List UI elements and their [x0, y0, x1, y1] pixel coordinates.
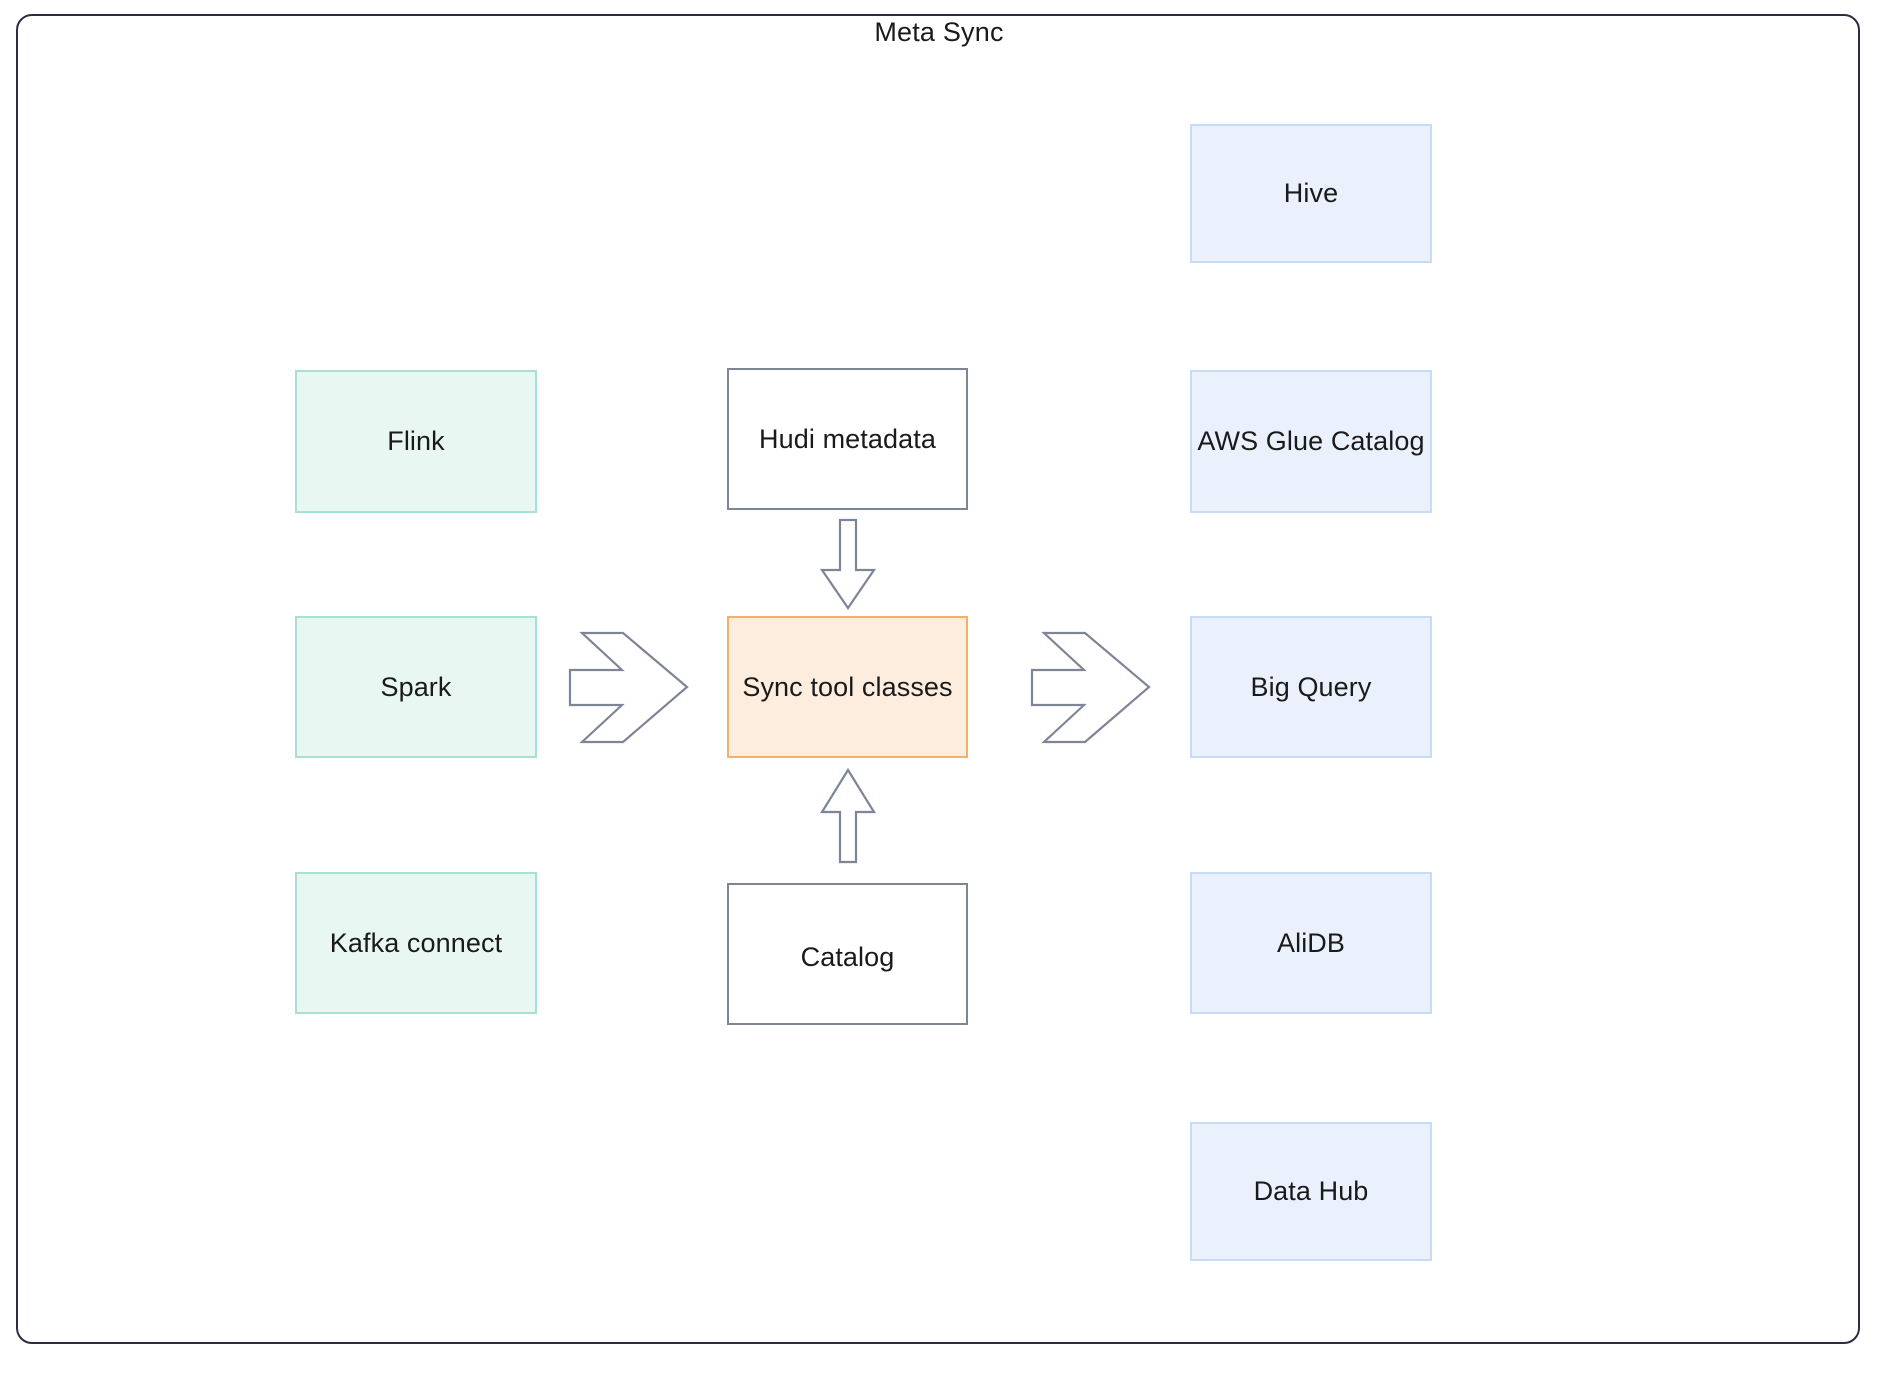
page-title: Meta Sync — [874, 17, 1004, 47]
node-label: Sync tool classes — [742, 671, 953, 702]
node-hudi-metadata[interactable]: Hudi metadata — [727, 368, 968, 510]
arrow-hudi-metadata-to-sync — [818, 518, 878, 610]
node-label: Big Query — [1250, 671, 1372, 702]
node-data-hub[interactable]: Data Hub — [1190, 1122, 1432, 1261]
node-sync-tool-classes[interactable]: Sync tool classes — [727, 616, 968, 758]
node-aws-glue-catalog[interactable]: AWS Glue Catalog — [1190, 370, 1432, 513]
node-label: Data Hub — [1253, 1176, 1369, 1207]
node-hive[interactable]: Hive — [1190, 124, 1432, 263]
node-label: Hudi metadata — [759, 423, 936, 454]
node-alidb[interactable]: AliDB — [1190, 872, 1432, 1014]
node-label: Spark — [380, 671, 452, 702]
node-spark[interactable]: Spark — [295, 616, 537, 758]
node-label: Catalog — [800, 942, 895, 972]
node-label: AWS Glue Catalog — [1197, 426, 1425, 457]
node-big-query[interactable]: Big Query — [1190, 616, 1432, 758]
arrow-sources-to-sync — [568, 630, 690, 745]
node-kafka-connect[interactable]: Kafka connect — [295, 872, 537, 1014]
arrow-sync-to-targets — [1030, 630, 1152, 745]
node-flink[interactable]: Flink — [295, 370, 537, 513]
node-label: Hive — [1283, 178, 1339, 209]
node-catalog[interactable]: Catalog — [727, 883, 968, 1025]
arrow-catalog-to-sync — [818, 767, 878, 864]
node-label: Flink — [387, 426, 445, 457]
node-label: Kafka connect — [329, 927, 503, 958]
node-label: AliDB — [1276, 927, 1345, 958]
